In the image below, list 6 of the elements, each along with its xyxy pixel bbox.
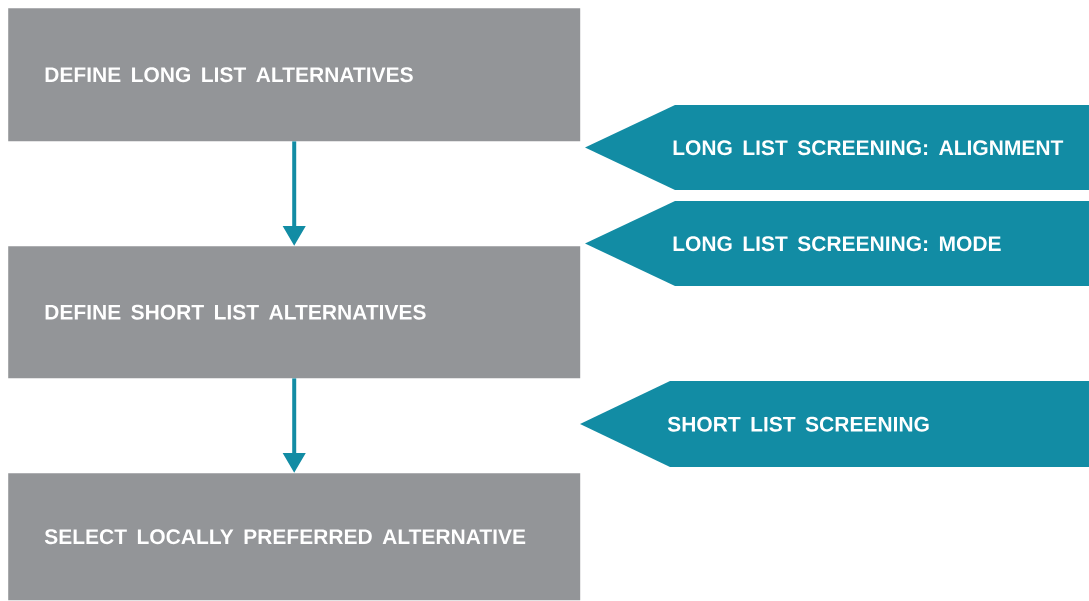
process-box: DEFINE LONG LIST ALTERNATIVES [8,8,581,142]
callout-tag: SHORT LIST SCREENING [580,381,1089,467]
callout-tag: LONG LIST SCREENING: MODE [585,201,1089,286]
callout-tag: LONG LIST SCREENING: ALIGNMENT [585,105,1089,190]
process-box: DEFINE SHORT LIST ALTERNATIVES [8,246,581,379]
process-box: SELECT LOCALLY PREFERRED ALTERNATIVE [8,473,581,601]
